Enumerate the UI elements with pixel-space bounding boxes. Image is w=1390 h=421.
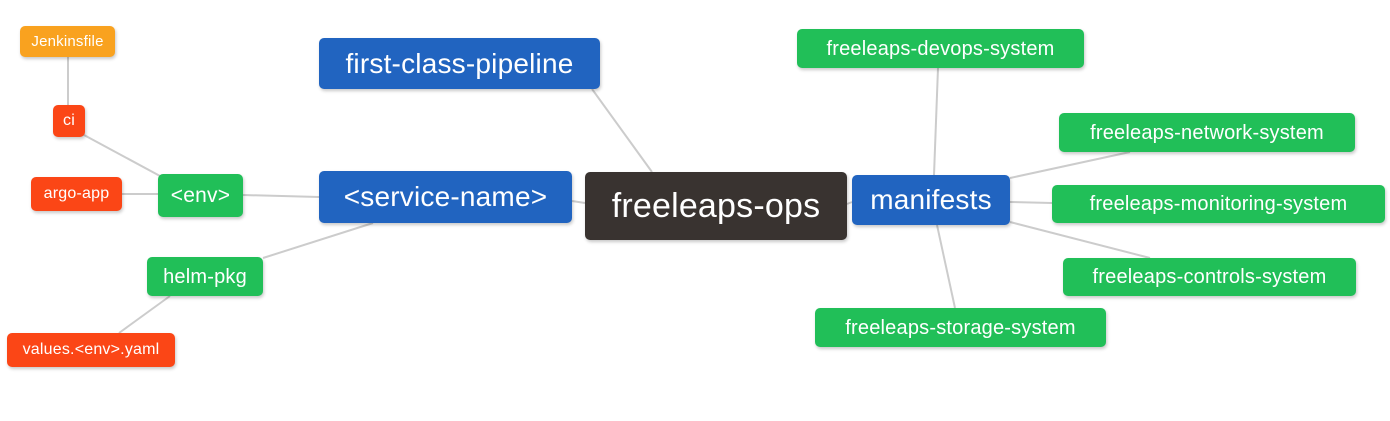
edge-env-to-service-name [242,194,320,198]
mindmap-node-service-name[interactable]: <service-name> [319,171,572,223]
mindmap-node-jenkinsfile[interactable]: Jenkinsfile [20,26,115,57]
mindmap-node-values-env-yaml[interactable]: values.<env>.yaml [7,333,175,367]
edge-helm-pkg-to-service-name [262,222,374,259]
mindmap-node-freeleaps-devops-system[interactable]: freeleaps-devops-system [797,29,1084,68]
edge-manifests-to-freeleaps-network-system [1009,151,1131,179]
mindmap-node-freeleaps-controls-system[interactable]: freeleaps-controls-system [1063,258,1356,296]
mindmap-node-freeleaps-storage-system[interactable]: freeleaps-storage-system [815,308,1106,347]
edge-first-class-pipeline-to-freeleaps-ops [591,88,653,173]
mindmap-node-first-class-pipeline[interactable]: first-class-pipeline [319,38,600,89]
mindmap-node-env[interactable]: <env> [158,174,243,217]
mindmap-node-argo-app[interactable]: argo-app [31,177,122,211]
edge-manifests-to-freeleaps-devops-system [933,67,939,176]
edge-service-name-to-freeleaps-ops [571,200,586,204]
mindmap-node-freeleaps-ops[interactable]: freeleaps-ops [585,172,847,240]
mindmap-node-freeleaps-network-system[interactable]: freeleaps-network-system [1059,113,1355,152]
mindmap-node-freeleaps-monitoring-system[interactable]: freeleaps-monitoring-system [1052,185,1385,223]
mindmap-node-helm-pkg[interactable]: helm-pkg [147,257,263,296]
mindmap-node-manifests[interactable]: manifests [852,175,1010,225]
edge-ci-to-env [83,134,161,177]
mindmap-node-ci[interactable]: ci [53,105,85,137]
edge-values-env-yaml-to-helm-pkg [118,295,171,334]
edge-manifests-to-freeleaps-storage-system [936,224,956,309]
edge-manifests-to-freeleaps-controls-system [1009,221,1151,259]
edge-manifests-to-freeleaps-monitoring-system [1009,201,1053,204]
